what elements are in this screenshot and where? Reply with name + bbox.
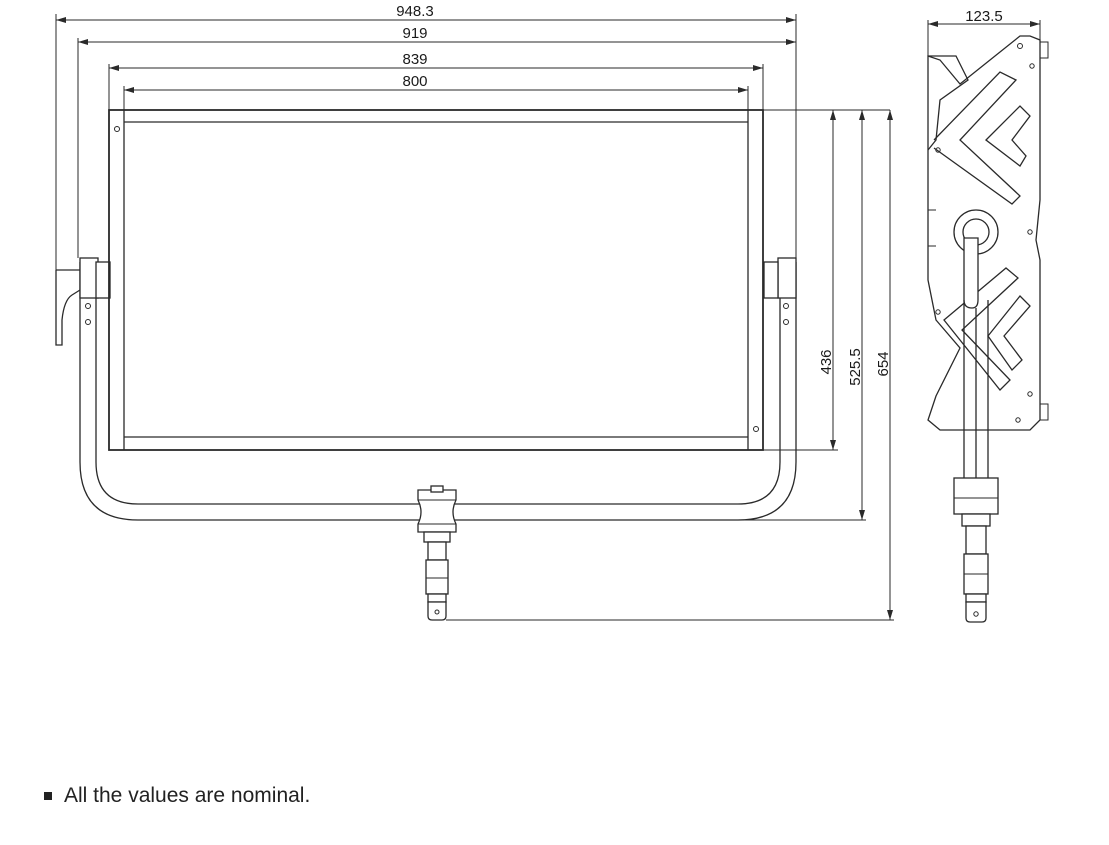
front-view: 948.3 919 839 800: [55, 3, 894, 621]
dim-light-width: 800: [123, 73, 749, 122]
dim-light-height-label: 436: [818, 349, 835, 374]
side-view: 123.5: [927, 8, 1049, 623]
yoke-bracket: [55, 257, 797, 521]
spigot-mount: [417, 485, 457, 621]
dim-frame-width: 919: [77, 25, 796, 258]
nominal-values-note-text: All the values are nominal.: [64, 784, 311, 807]
dim-depth-label: 123.5: [965, 8, 1003, 25]
dim-light-width-label: 800: [402, 73, 427, 90]
side-yoke-arm: [953, 209, 999, 623]
dim-overall-width-label: 948.3: [396, 3, 434, 20]
dim-overall-height: 654: [446, 110, 894, 621]
dim-panel-width: 839: [108, 51, 764, 110]
dim-overall-width: 948.3: [55, 3, 797, 275]
light-panel: [108, 109, 764, 451]
nominal-values-note: All the values are nominal.: [44, 784, 310, 808]
dim-overall-height-label: 654: [875, 351, 892, 376]
dim-frame-width-label: 919: [402, 25, 427, 42]
dim-frame-height-label: 525.5: [847, 348, 864, 386]
dim-light-height: 436: [763, 109, 890, 451]
dim-depth: 123.5: [927, 8, 1041, 56]
square-bullet-icon: [44, 792, 52, 800]
dim-frame-height: 525.5: [740, 110, 866, 521]
dim-panel-width-label: 839: [402, 51, 427, 68]
side-body: [927, 35, 1049, 431]
